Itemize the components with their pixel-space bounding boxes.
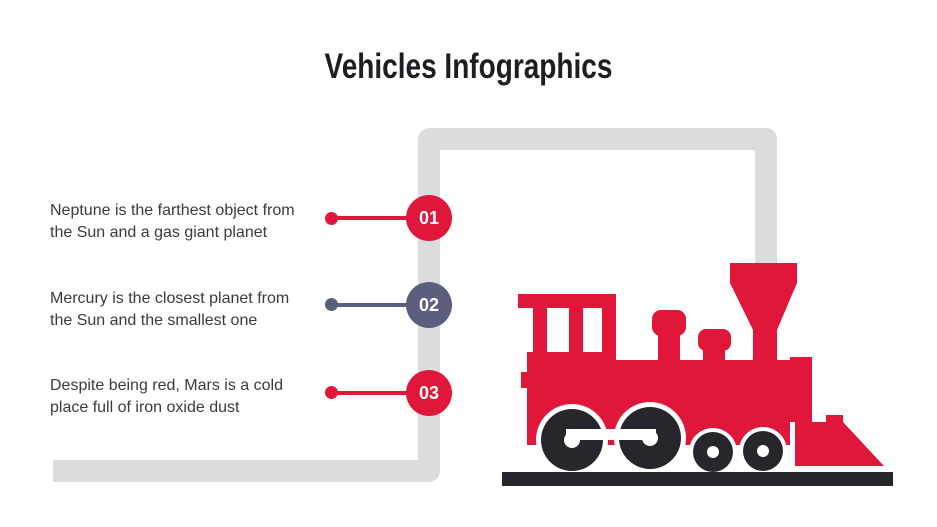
item-text-line: place full of iron oxide dust [50,399,240,416]
infographic-track-path [53,128,777,482]
number-badge: 01 [406,195,452,241]
item-text-line: the Sun and a gas giant planet [50,224,268,241]
item-text-line: Mercury is the closest planet from [50,290,290,307]
cab-window-post [569,308,583,354]
connector-line [331,303,429,307]
number-badge: 02 [406,282,452,328]
item-text-line: Neptune is the farthest object from [50,202,295,219]
number-badge-label: 03 [418,382,440,403]
cab-window-post [602,308,616,354]
cab-side-step [521,372,529,388]
number-badge-label: 02 [418,294,440,315]
steam-dome-neck [703,342,725,365]
page-title: Vehicles Infographics [324,47,613,86]
smokestack-funnel [730,263,797,365]
cab-roof [518,294,616,308]
connector-line [331,216,429,220]
item-text-line: Despite being red, Mars is a cold [50,377,283,394]
timeline-item-text: Mercury is the closest planet from the S… [50,288,350,332]
number-badge-label: 01 [418,207,440,228]
connector-line [331,391,429,395]
railway-track-bar [502,472,893,486]
coupling-rod-and-hubs [564,429,769,458]
connector-dot [325,212,338,225]
smokebox-front [790,357,812,422]
locomotive-illustration [502,263,893,486]
coupling-rod [566,429,656,440]
connector-dot [325,386,338,399]
steam-dome-neck [658,324,680,365]
cab-window-post [533,308,547,354]
item-text-line: the Sun and the smallest one [50,312,258,329]
timeline-item-text: Neptune is the farthest object from the … [50,200,350,244]
number-badge: 03 [406,370,452,416]
timeline-item-text: Despite being red, Mars is a cold place … [50,375,350,419]
cowcatcher [795,422,884,466]
connector-dot [325,298,338,311]
